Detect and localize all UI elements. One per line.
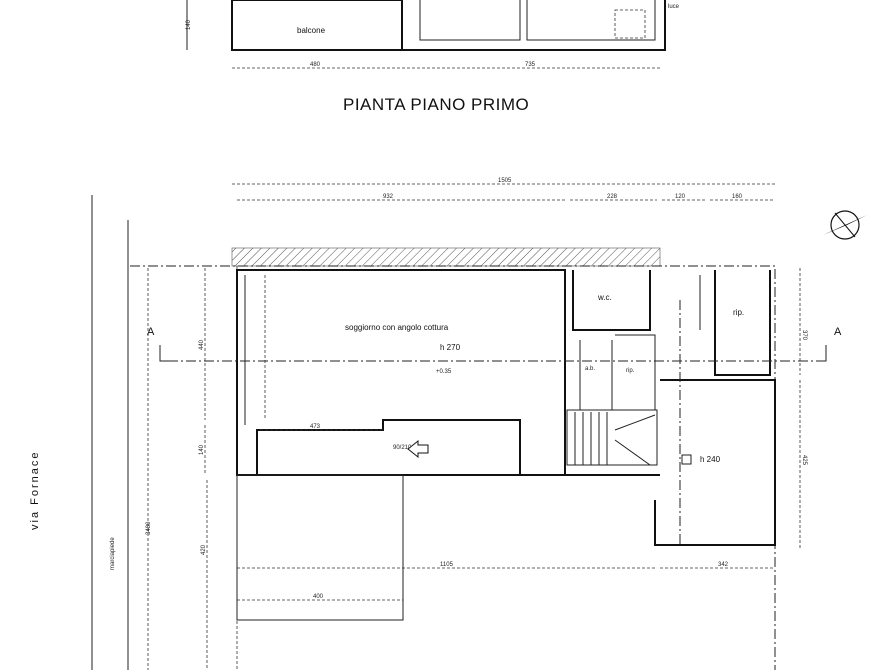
dim-label: 1505 (498, 178, 512, 184)
light-label: luce (668, 4, 680, 10)
ceiling-height-label: h 270 (440, 343, 461, 352)
ab-label: a.b. (585, 366, 595, 372)
plan-title: PIANTA PIANO PRIMO (343, 95, 529, 114)
wc-walls (572, 270, 651, 331)
dim-label: 160 (732, 194, 743, 200)
hatched-strip (231, 247, 661, 267)
sidewalk-label: marciapiede (110, 537, 116, 570)
ground-floor-plan: soggiorno con angolo cottura h 270 +0.35… (130, 247, 842, 670)
dim-label: 370 (801, 330, 807, 341)
staircase (566, 409, 658, 466)
property-boundary (130, 265, 776, 670)
dim-label: 440 (199, 339, 205, 350)
dim-label: 140 (186, 19, 192, 30)
dim-label: 400 (313, 594, 324, 600)
dim-label: 228 (607, 194, 618, 200)
first-floor-rooms (401, 0, 666, 51)
dim-label: 1105 (440, 562, 454, 568)
entrance-dim: 90/210 (393, 445, 412, 451)
garage-walls (654, 379, 776, 546)
section-mark: A (147, 326, 155, 338)
north-compass-icon (823, 210, 867, 240)
wc-label: w.c. (597, 293, 612, 302)
balcony-label: balcone (297, 26, 326, 35)
dim-label: 420 (201, 544, 207, 555)
storage-walls (714, 270, 771, 376)
dim-label: 932 (383, 194, 394, 200)
balcony (231, 0, 403, 51)
storage-label: rip. (626, 368, 635, 374)
dim-label: 735 (525, 62, 536, 68)
dim-label: 140 (199, 444, 205, 455)
storage-label: rip. (733, 308, 744, 317)
garage-height-label: h 240 (700, 455, 721, 464)
section-mark: A (834, 326, 842, 338)
ground-floor-dimensions: 1505 932 228 120 160 370 425 440 140 420… (146, 178, 807, 670)
entrance-arrow-icon (407, 439, 429, 459)
level-mark: +0.35 (436, 369, 452, 375)
patio (236, 474, 404, 621)
street-name: via Fornace (29, 451, 41, 530)
dim-label: 3480 (146, 521, 152, 535)
dim-label: 342 (718, 562, 729, 568)
living-room-label: soggiorno con angolo cottura (345, 323, 449, 332)
dim-label: 425 (801, 455, 807, 466)
first-floor-plan: balcone luce 140 480 735 PIANTA PIANO PR… (186, 0, 680, 114)
dim-label: 473 (310, 424, 321, 430)
street: via Fornace marciapiede (29, 195, 129, 670)
dim-label: 120 (675, 194, 686, 200)
dim-label: 480 (310, 62, 321, 68)
